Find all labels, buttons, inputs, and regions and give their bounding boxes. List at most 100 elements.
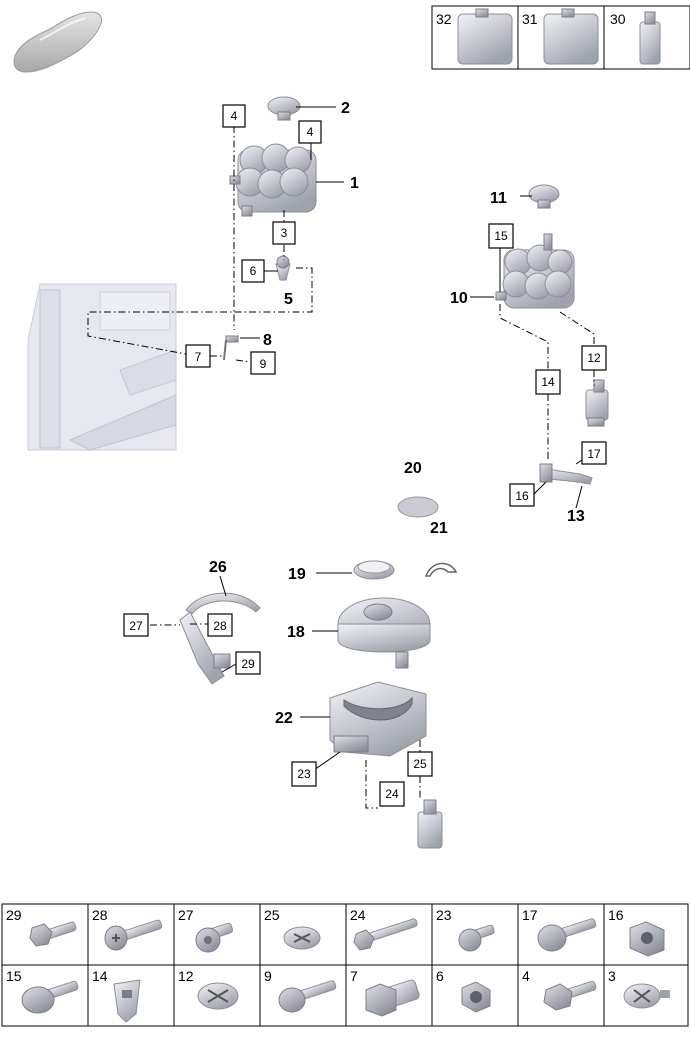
plastic-rivet-icon bbox=[623, 983, 670, 1009]
callout-10[interactable]: 10 bbox=[450, 290, 468, 307]
ref-box-16[interactable]: 16 bbox=[509, 483, 535, 507]
fluid-bottle-icon bbox=[639, 11, 661, 65]
fastener-cell[interactable]: 23 bbox=[436, 907, 495, 952]
svg-text:29: 29 bbox=[241, 657, 255, 671]
boxed-references: 4 4 3 6 7 9 15 12 14 17 16 27 28 29 23 2… bbox=[123, 104, 607, 807]
callout-8[interactable]: 8 bbox=[263, 332, 272, 349]
coolant-reservoir-right[interactable] bbox=[495, 233, 575, 309]
hose-clamp-bracket[interactable] bbox=[179, 592, 261, 685]
svg-text:17: 17 bbox=[587, 447, 601, 461]
ref-box-14[interactable]: 14 bbox=[535, 369, 561, 395]
torx-flange-bolt-icon bbox=[537, 918, 597, 952]
callout-11[interactable]: 11 bbox=[490, 190, 507, 207]
ref-box-6[interactable]: 6 bbox=[241, 259, 265, 283]
reservoir-sensor[interactable] bbox=[275, 255, 291, 281]
gasket[interactable] bbox=[397, 496, 439, 518]
leader-lines bbox=[87, 106, 595, 809]
consumables-table: 32 31 30 bbox=[431, 5, 690, 70]
hose-bracket[interactable] bbox=[539, 463, 593, 485]
reservoir-cap-round[interactable] bbox=[353, 560, 395, 580]
fastener-cell[interactable]: 4 bbox=[522, 968, 597, 1011]
callout-18[interactable]: 18 bbox=[287, 624, 305, 641]
svg-text:15: 15 bbox=[494, 229, 508, 243]
hex-flange-bolt-icon bbox=[543, 980, 597, 1011]
torx-pan-bolt-icon bbox=[278, 980, 337, 1013]
svg-text:4: 4 bbox=[231, 109, 238, 123]
ref-box-23[interactable]: 23 bbox=[291, 761, 317, 787]
ref-box-7[interactable]: 7 bbox=[185, 344, 211, 368]
callout-20[interactable]: 20 bbox=[404, 460, 422, 477]
clip-nut-icon bbox=[113, 979, 141, 1023]
svg-text:7: 7 bbox=[195, 350, 202, 364]
callout-22[interactable]: 22 bbox=[275, 710, 293, 727]
fastener-cell[interactable]: 6 bbox=[436, 968, 491, 1013]
fastener-cell[interactable]: 7 bbox=[350, 968, 420, 1017]
coolant-reservoir-upper[interactable] bbox=[229, 143, 317, 217]
consumable-cell[interactable]: 30 bbox=[610, 11, 661, 65]
ref-box-9[interactable]: 9 bbox=[250, 351, 276, 375]
coolant-canister-icon bbox=[457, 8, 513, 65]
ref-box-12[interactable]: 12 bbox=[581, 345, 607, 371]
callout-1[interactable]: 1 bbox=[350, 175, 359, 192]
callout-13[interactable]: 13 bbox=[567, 508, 585, 525]
fastener-cell[interactable]: 15 bbox=[6, 968, 79, 1014]
fastener-cell[interactable]: 28 bbox=[92, 907, 163, 951]
fastener-cell[interactable]: 14 bbox=[92, 968, 141, 1023]
part-number: 15 bbox=[6, 968, 22, 984]
part-number: 24 bbox=[350, 907, 366, 923]
ref-box-27[interactable]: 27 bbox=[123, 613, 149, 637]
fastener-cell[interactable]: 25 bbox=[264, 907, 321, 950]
bracket-clip[interactable] bbox=[417, 799, 443, 849]
reservoir-mounting-bracket[interactable] bbox=[329, 681, 427, 757]
ref-box-25[interactable]: 25 bbox=[407, 751, 433, 777]
part-number: 31 bbox=[522, 11, 538, 27]
reservoir-cap-right[interactable] bbox=[528, 184, 560, 209]
callout-19[interactable]: 19 bbox=[288, 566, 306, 583]
part-number: 14 bbox=[92, 968, 108, 984]
coolant-reservoir-round[interactable] bbox=[337, 597, 431, 669]
hose-bracket-small[interactable] bbox=[223, 335, 239, 361]
ref-box-3[interactable]: 3 bbox=[272, 221, 296, 245]
svg-text:23: 23 bbox=[297, 767, 311, 781]
svg-text:27: 27 bbox=[129, 619, 143, 633]
part-number: 6 bbox=[436, 968, 444, 984]
part-number: 28 bbox=[92, 907, 108, 923]
fastener-cell[interactable]: 3 bbox=[608, 968, 670, 1009]
callout-21[interactable]: 21 bbox=[430, 520, 448, 537]
part-number: 32 bbox=[436, 11, 452, 27]
svg-text:28: 28 bbox=[213, 619, 227, 633]
hex-bolt-long-icon bbox=[353, 918, 418, 951]
hex-socket-sleeve-icon bbox=[365, 979, 420, 1017]
fastener-cell[interactable]: 16 bbox=[608, 907, 665, 957]
fastener-cell[interactable]: 29 bbox=[6, 907, 77, 947]
ref-box-29[interactable]: 29 bbox=[235, 651, 261, 675]
ref-box-4[interactable]: 4 bbox=[222, 104, 246, 128]
callout-5[interactable]: 5 bbox=[284, 291, 293, 308]
fastener-cell[interactable]: 17 bbox=[522, 907, 597, 952]
fastener-cell[interactable]: 12 bbox=[178, 968, 239, 1010]
ref-box-17[interactable]: 17 bbox=[581, 441, 607, 465]
part-number: 29 bbox=[6, 907, 22, 923]
seal-ring[interactable] bbox=[424, 562, 458, 577]
ref-box-24[interactable]: 24 bbox=[379, 781, 405, 807]
fastener-cell[interactable]: 9 bbox=[264, 968, 337, 1013]
callout-26[interactable]: 26 bbox=[209, 559, 227, 576]
torx-socket-bolt-icon bbox=[195, 922, 233, 953]
svg-text:25: 25 bbox=[413, 757, 427, 771]
fastener-cell[interactable]: 24 bbox=[350, 907, 418, 951]
fastener-cell[interactable]: 27 bbox=[178, 907, 233, 953]
consumable-cell[interactable]: 31 bbox=[522, 8, 599, 65]
part-number: 30 bbox=[610, 11, 626, 27]
consumable-cell[interactable]: 32 bbox=[436, 8, 513, 65]
ref-box-28[interactable]: 28 bbox=[207, 613, 233, 637]
callout-2[interactable]: 2 bbox=[341, 100, 350, 117]
part-number: 27 bbox=[178, 907, 194, 923]
level-sensor-unit[interactable] bbox=[585, 379, 609, 427]
ref-box-15[interactable]: 15 bbox=[488, 223, 514, 249]
fastener-table: 29 28 27 25 bbox=[1, 903, 689, 1027]
ref-box-4[interactable]: 4 bbox=[298, 120, 322, 144]
svg-text:14: 14 bbox=[541, 375, 555, 389]
reservoir-cap[interactable] bbox=[267, 96, 301, 121]
part-number: 7 bbox=[350, 968, 358, 984]
